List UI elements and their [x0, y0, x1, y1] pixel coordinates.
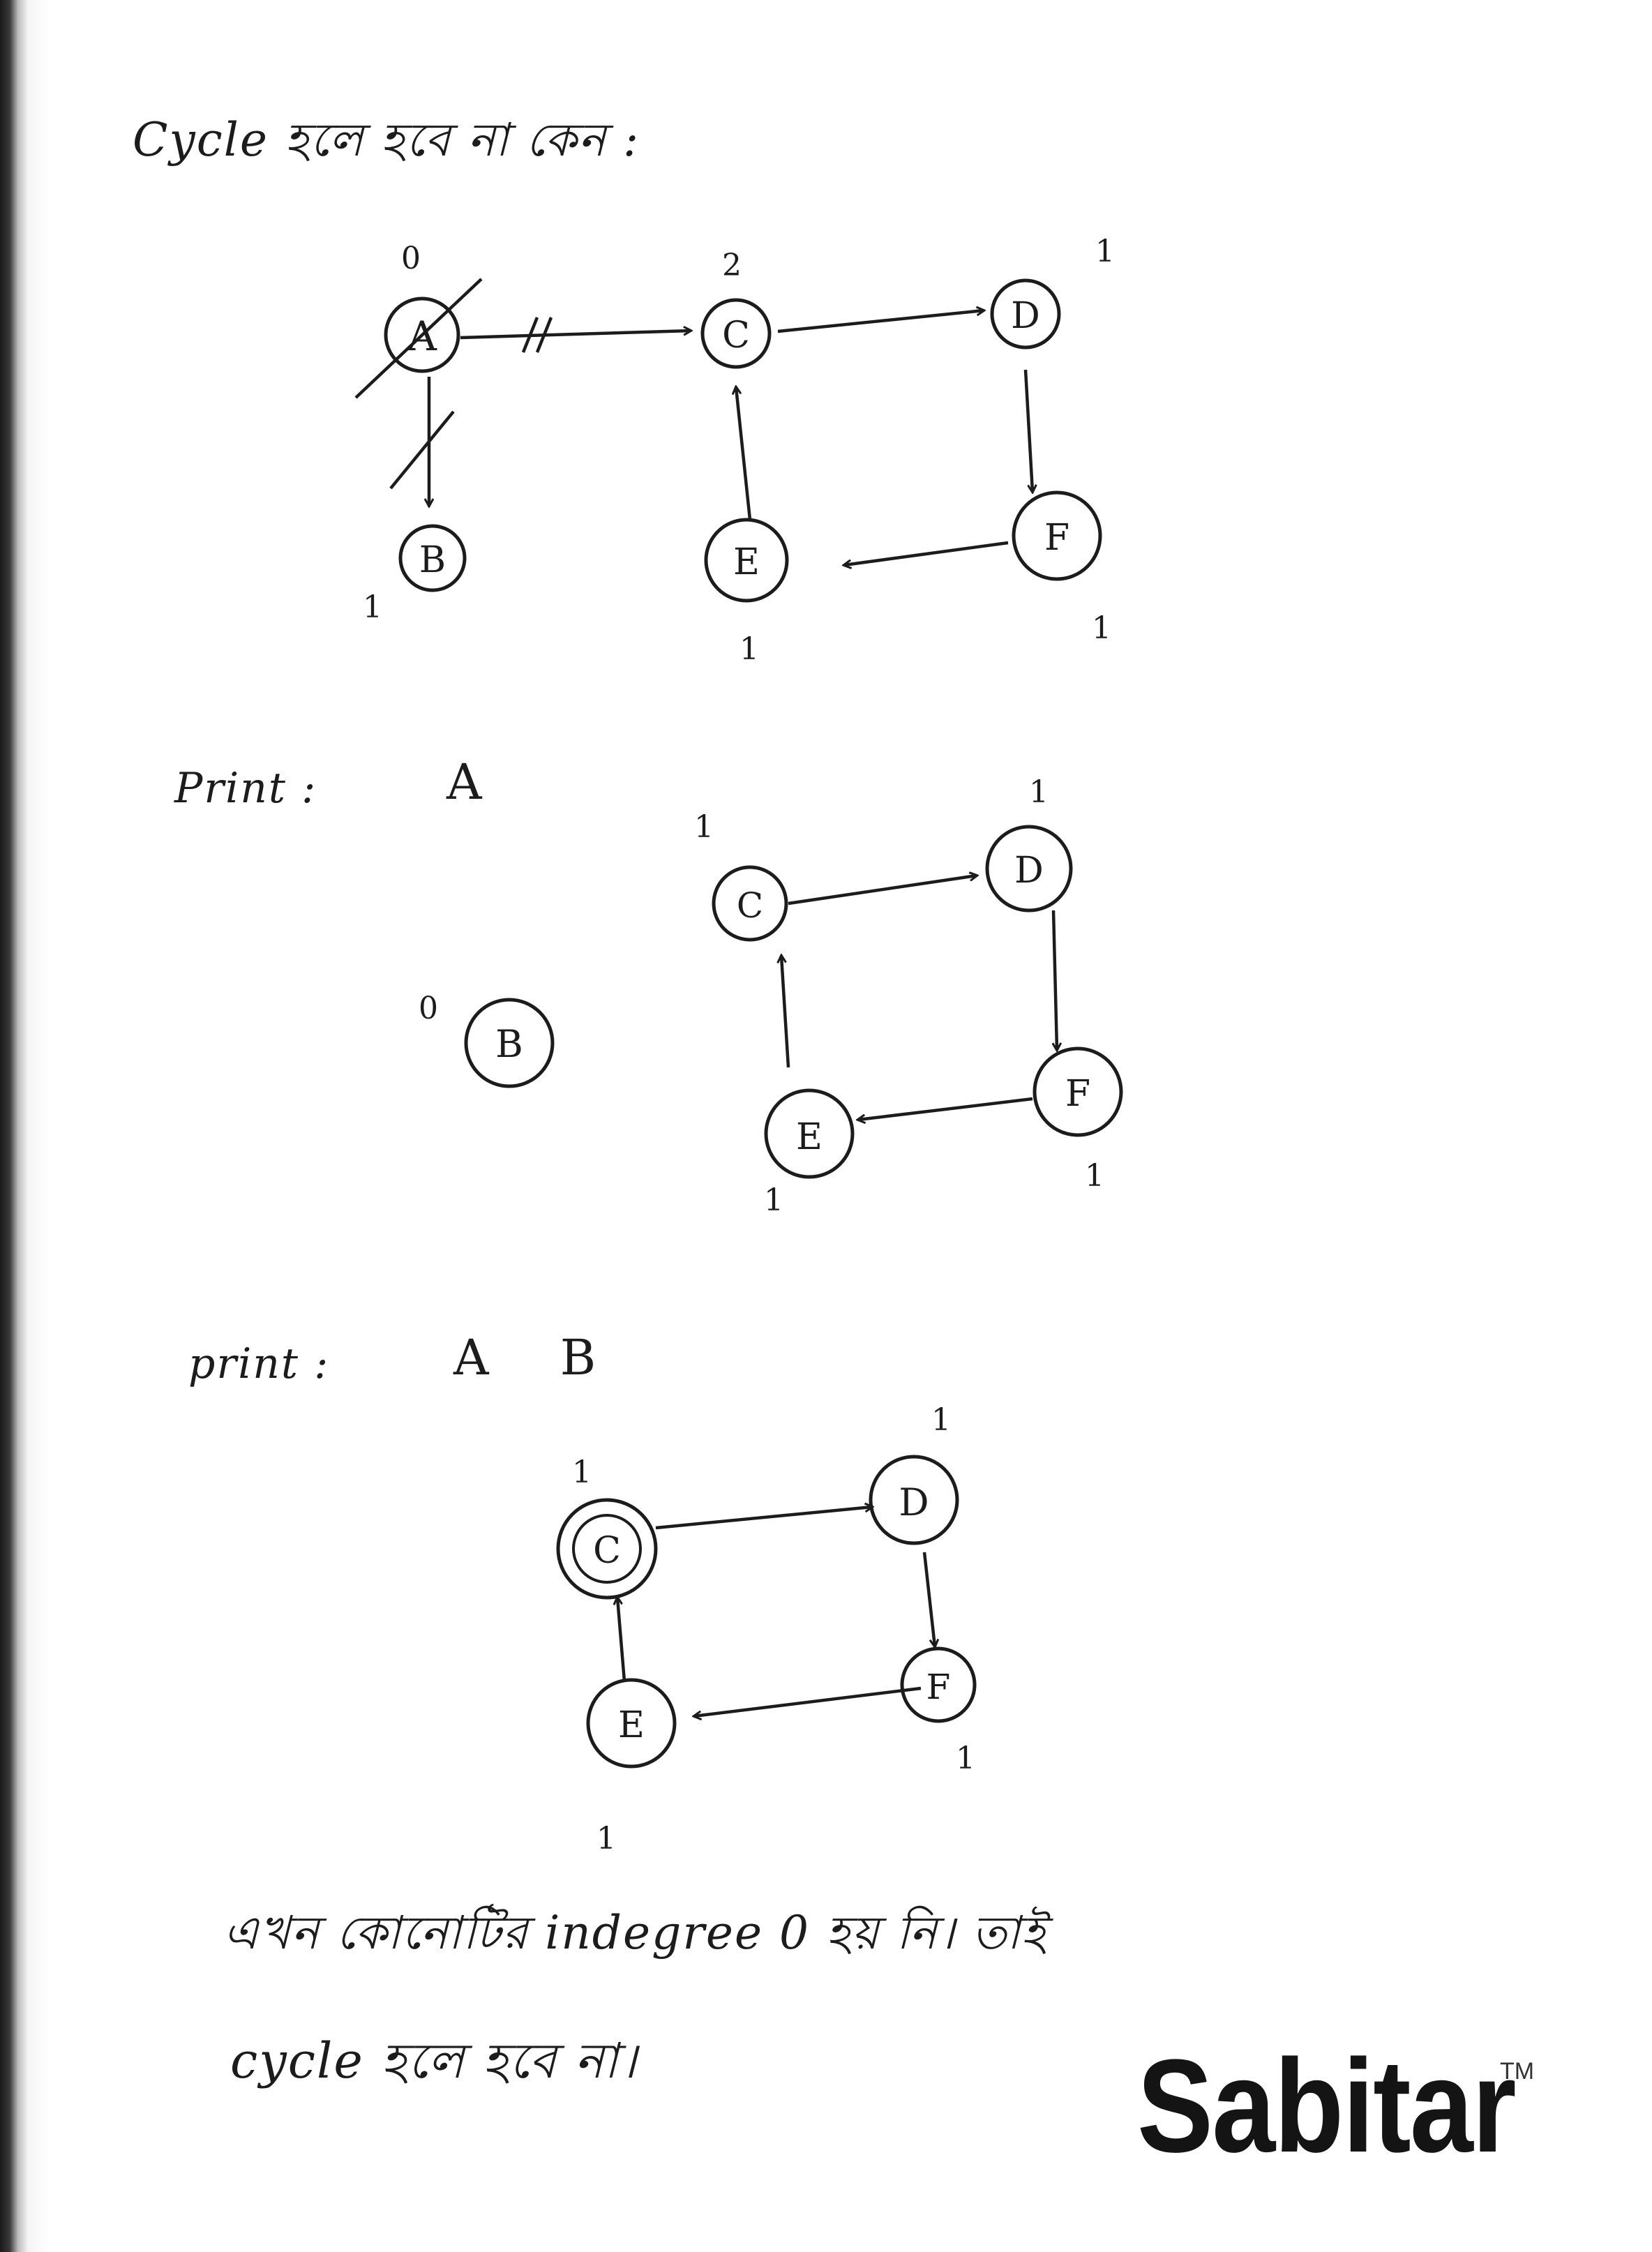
svg-text:C: C: [737, 885, 763, 926]
graph-1-node-e: E: [704, 518, 789, 603]
graph-3-node-f: F: [900, 1646, 977, 1723]
svg-text:D: D: [899, 1480, 929, 1524]
graph-2-indegree-b: 0: [419, 991, 438, 1026]
svg-text:D: D: [1014, 850, 1044, 892]
conclusion-line-2: cycle হলে হবে না।: [230, 2032, 638, 2089]
edge-a-c-strike-2: [535, 317, 553, 353]
graph-3-indegree-d: 1: [931, 1402, 951, 1438]
edge-a-c-strike-1: [521, 317, 539, 353]
edge-d-f: [1023, 369, 1032, 492]
graph-2-indegree-d: 1: [1029, 774, 1049, 810]
graph-1-node-c: C: [700, 298, 772, 369]
graph-2-node-c: C: [712, 865, 788, 942]
graph-3-node-e: E: [586, 1678, 677, 1769]
graph-3-indegree-f: 1: [956, 1741, 975, 1776]
svg-text:A: A: [407, 313, 437, 360]
graph-1-node-a: A: [354, 278, 483, 399]
heading-text: Cycle হলে হবে না কেন :: [133, 113, 640, 167]
graph-3-indegree-c: 1: [572, 1455, 592, 1490]
graph-1-node-f: F: [1012, 490, 1102, 581]
graph-2-indegree-c: 1: [694, 809, 714, 845]
graph-3-node-d: D: [869, 1455, 959, 1545]
edge-c-d: [777, 310, 984, 333]
graph-1-indegree-e: 1: [739, 631, 759, 667]
svg-text:F: F: [926, 1667, 951, 1707]
edge-a-c: [460, 331, 691, 340]
graph-2-edge-e-c: [781, 956, 790, 1068]
graph-2-edge-c-d: [788, 876, 977, 906]
trademark-mark: TM: [1500, 2058, 1535, 2085]
graph-1-indegree-d: 1: [1095, 234, 1115, 269]
graph-3-edge-d-f: [922, 1552, 935, 1646]
svg-text:F: F: [1044, 517, 1069, 559]
graph-3-node-c: C: [556, 1498, 658, 1600]
edge-a-b-strike: [389, 410, 455, 490]
graph-2-indegree-f: 1: [1085, 1158, 1104, 1194]
graph-2-node-d: D: [985, 825, 1073, 913]
graph-1-indegree-c: 2: [722, 248, 742, 283]
conclusion-line-1: এখন কোনোটির indegree 0 হয় নি। তাই: [223, 1906, 1047, 1960]
graph-3-indegree-e: 1: [596, 1821, 616, 1856]
svg-text:E: E: [618, 1704, 645, 1746]
graph-3-print-label: print :: [188, 1339, 330, 1388]
svg-text:C: C: [722, 315, 750, 356]
graph-3-edge-c-d: [655, 1507, 872, 1530]
svg-text:E: E: [733, 541, 760, 583]
edge-e-c: [736, 387, 752, 520]
graph-2-node-f: F: [1032, 1046, 1123, 1137]
edge-f-e: [844, 541, 1009, 565]
graph-1-indegree-b: 1: [363, 590, 382, 625]
graph-1-node-b: B: [398, 524, 467, 592]
svg-text:D: D: [1011, 295, 1040, 337]
graph-3-edge-e-c: [617, 1598, 626, 1682]
graph-2-indegree-e: 1: [764, 1183, 783, 1218]
brand-logo: Sabitar: [1137, 2032, 1517, 2180]
graph-1-indegree-f: 1: [1092, 610, 1111, 646]
graph-2-edge-f-e: [858, 1097, 1033, 1120]
graph-3-printed: A B: [453, 1329, 624, 1386]
svg-text:B: B: [419, 539, 446, 581]
graph-1-indegree-a: 0: [401, 241, 421, 276]
graph-2-printed: A: [446, 753, 483, 811]
svg-text:B: B: [495, 1022, 523, 1066]
svg-text:C: C: [593, 1530, 621, 1572]
graph-1-node-d: D: [990, 278, 1061, 350]
svg-text:F: F: [1065, 1073, 1090, 1115]
svg-text:E: E: [796, 1116, 823, 1158]
graph-2-node-e: E: [764, 1088, 855, 1179]
graph-2-print-label: Print :: [174, 764, 317, 813]
graph-3-edge-f-e: [694, 1686, 922, 1716]
graph-2-edge-d-f: [1053, 910, 1057, 1050]
graph-2-node-b: B: [464, 998, 555, 1088]
